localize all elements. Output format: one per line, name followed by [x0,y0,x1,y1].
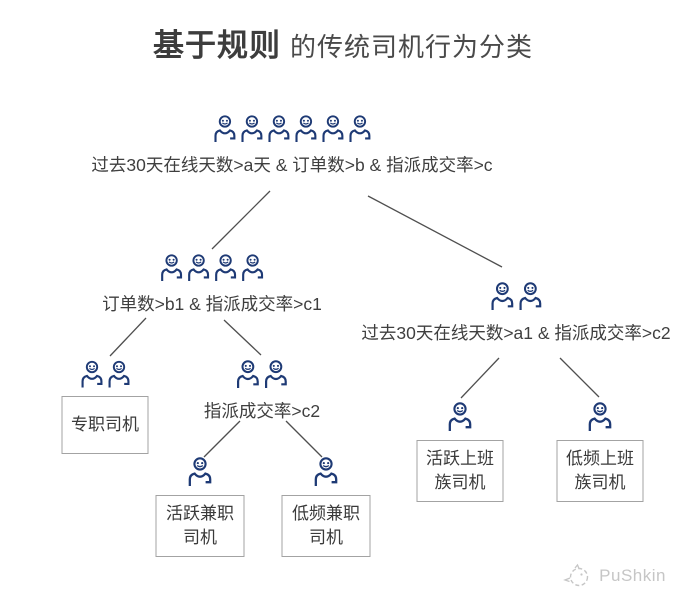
edge-right-child1 [460,357,500,399]
driver-icon-active-commuter [447,401,474,432]
condition-left-right: 指派成交率>c2 [203,401,321,421]
edge-left-leftleft [109,317,147,357]
node-low-freq-part-time-driver: 低频兼职 司机 [281,456,371,557]
driver-icons-right [489,281,543,311]
person-icon [81,360,102,388]
driver-icons-full-time [79,360,131,388]
node-active-part-time-driver: 活跃兼职 司机 [155,456,245,557]
driver-icons-root [212,114,372,143]
watermark: PuShkin [562,563,666,589]
node-left-right: 指派成交率>c2 [204,359,320,421]
edge-root-left [211,190,271,250]
person-icon [265,360,287,388]
category-box-full-time-driver: 专职司机 [61,396,149,454]
category-box-active-commuter-driver: 活跃上班 族司机 [416,440,504,502]
person-icon [349,115,370,142]
category-box-active-part-time-driver: 活跃兼职 司机 [155,495,245,557]
person-icon [237,360,259,388]
edge-left-leftright [223,319,262,356]
person-icon [215,254,236,281]
driver-icon-active-part-time [187,456,214,487]
edge-right-child2 [559,357,600,398]
node-left: 订单数>b1 & 指派成交率>c1 [102,253,322,314]
node-root: 过去30天在线天数>a天 & 订单数>b & 指派成交率>c [91,114,493,175]
condition-right: 过去30天在线天数>a1 & 指派成交率>c2 [361,323,671,343]
person-icon [242,254,263,281]
person-icon [214,115,235,142]
person-icon [322,115,343,142]
person-icon [295,115,316,142]
driver-icons-left-right [235,359,289,389]
title-highlight: 基于规则 [152,28,281,63]
edge-leftright-child1 [203,420,241,458]
person-icon [519,282,541,310]
person-icon [588,402,612,432]
node-low-freq-commuter-driver: 低频上班 族司机 [556,401,644,502]
driver-icons-left [159,253,265,282]
driver-icon-low-freq-part-time [313,456,340,487]
person-icon [268,115,289,142]
edge-root-right [367,195,503,268]
category-box-low-freq-part-time-driver: 低频兼职 司机 [281,495,371,557]
person-icon [448,402,472,432]
page-title: 基于规则 的传统司机行为分类 [0,20,686,65]
edge-leftright-child2 [285,420,323,458]
pushkin-logo-icon [563,563,589,587]
driver-icon-low-freq-commuter [587,401,614,432]
person-icon [161,254,182,281]
person-icon [188,457,212,487]
person-icon [188,254,209,281]
person-icon [241,115,262,142]
title-rest: 的传统司机行为分类 [289,32,533,62]
person-icon [491,282,513,310]
watermark-label: PuShkin [599,566,666,585]
node-active-commuter-driver: 活跃上班 族司机 [416,401,504,502]
category-box-low-freq-commuter-driver: 低频上班 族司机 [556,440,644,502]
condition-root: 过去30天在线天数>a天 & 订单数>b & 指派成交率>c [91,155,493,175]
node-full-time-driver: 专职司机 [61,360,149,454]
condition-left: 订单数>b1 & 指派成交率>c1 [102,294,322,314]
person-icon [108,360,129,388]
person-icon [314,457,338,487]
node-right: 过去30天在线天数>a1 & 指派成交率>c2 [361,281,671,343]
